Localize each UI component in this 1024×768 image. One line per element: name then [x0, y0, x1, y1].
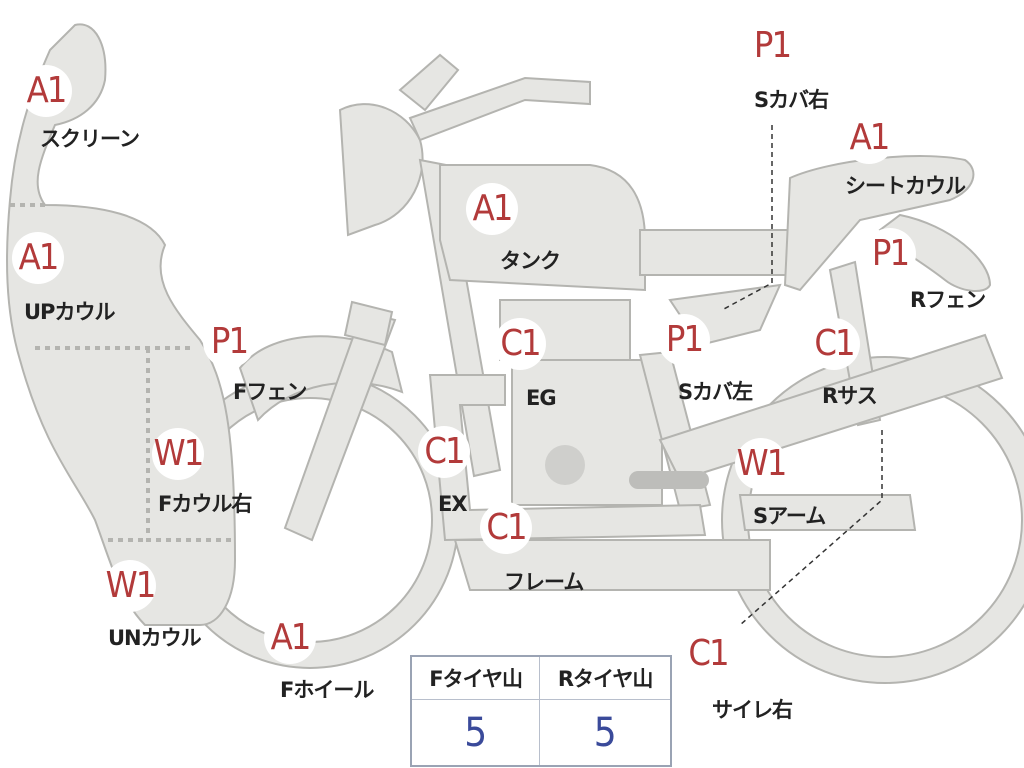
exhaust-pipe-shape	[428, 374, 707, 542]
part-label: タンク	[500, 249, 561, 273]
grade-badge: C1	[682, 628, 734, 680]
grade-badge: P1	[746, 20, 798, 72]
part-label: サイレ右	[712, 698, 793, 722]
grade-badge: A1	[843, 112, 895, 164]
grade-badge: A1	[264, 612, 316, 664]
grade-badge: P1	[864, 228, 916, 280]
grade-badge: C1	[418, 426, 470, 478]
grade-badge: C1	[808, 318, 860, 370]
front-tire-value: 5	[410, 699, 541, 767]
part-label: Sカバ左	[678, 380, 753, 404]
part-label: Fカウル右	[158, 492, 252, 516]
grade-badge: W1	[104, 560, 156, 612]
part-label: スクリーン	[40, 127, 140, 151]
grade-badge: A1	[466, 183, 518, 235]
part-label: Rフェン	[910, 288, 986, 312]
part-label: Rサス	[822, 384, 878, 408]
grade-badge: W1	[152, 428, 204, 480]
part-label: Sカバ右	[754, 88, 829, 112]
part-label: UNカウル	[108, 626, 202, 650]
frame-lower-shape	[453, 539, 771, 591]
seat-cowl-shape	[783, 155, 975, 292]
seat-shape	[639, 229, 791, 276]
grade-badge: C1	[480, 502, 532, 554]
part-label: シートカウル	[845, 174, 966, 198]
part-label: フレーム	[504, 570, 584, 594]
grade-badge: A1	[12, 232, 64, 284]
front-tire-header: Fタイヤ山	[410, 655, 541, 700]
part-label: UPカウル	[24, 300, 115, 324]
table-row: 5 5	[410, 699, 672, 767]
leader-s-cover-right	[721, 125, 773, 311]
part-label: Fフェン	[233, 380, 307, 404]
part-label: Sアーム	[753, 504, 826, 528]
grade-badge: P1	[203, 316, 255, 368]
part-label: EG	[526, 386, 557, 410]
grade-badge: W1	[735, 438, 787, 490]
part-label: EX	[438, 492, 468, 516]
headlight-shape	[338, 103, 424, 237]
rear-tire-value: 5	[539, 699, 672, 767]
grade-badge: C1	[494, 318, 546, 370]
table-header-row: Fタイヤ山 Rタイヤ山	[410, 655, 672, 700]
grade-badge: A1	[20, 65, 72, 117]
rear-tire-header: Rタイヤ山	[539, 655, 672, 700]
tire-tread-table: Fタイヤ山 Rタイヤ山 5 5	[410, 655, 672, 767]
part-label: Fホイール	[280, 678, 374, 702]
grade-badge: P1	[658, 314, 710, 366]
